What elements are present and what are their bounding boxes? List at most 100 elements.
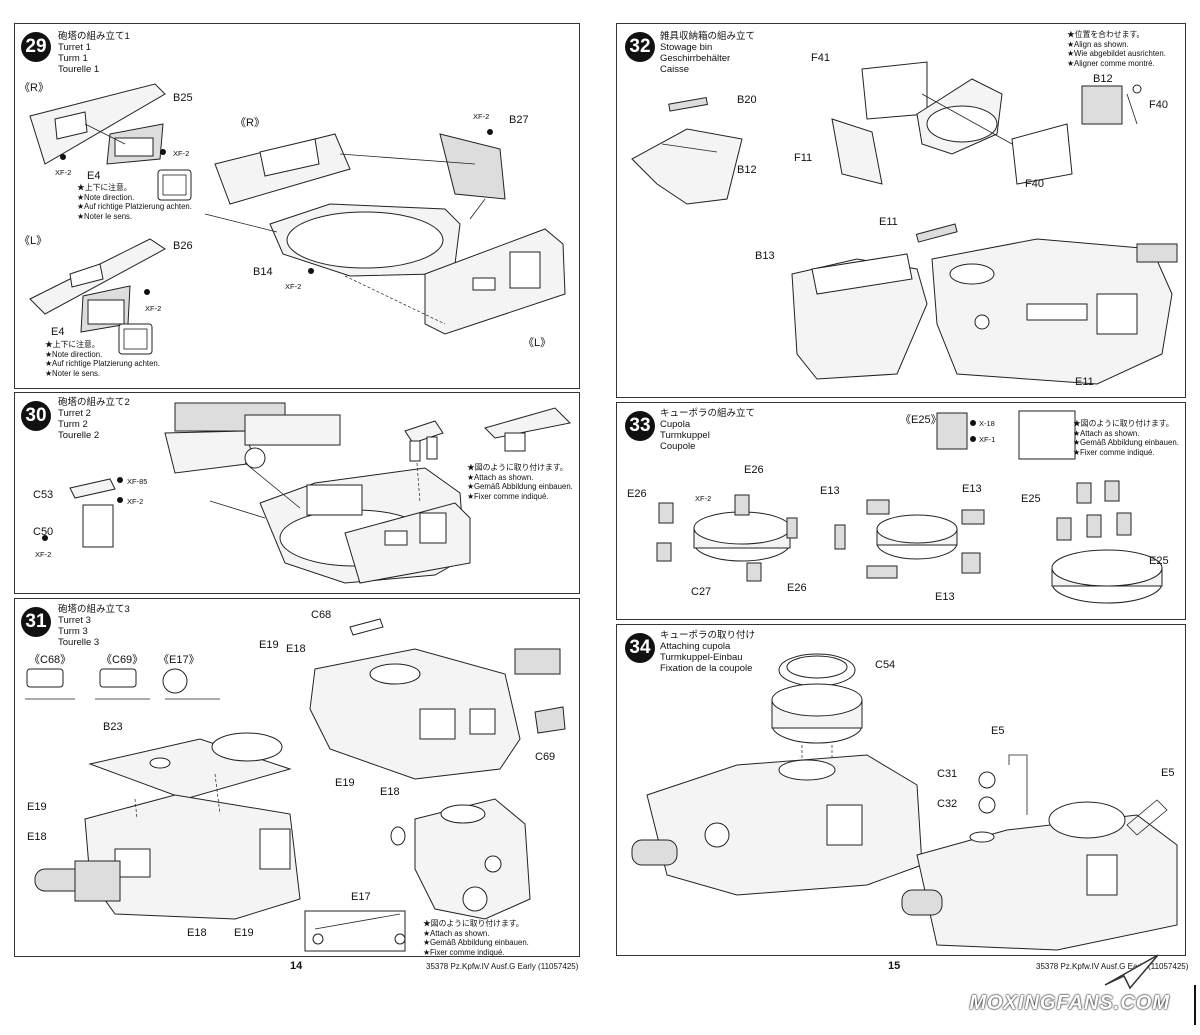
step-31-panel: 31 砲塔の組み立て3 Turret 3 Turm 3 Tourelle 3	[14, 598, 580, 957]
label-xf1: XF-1	[979, 435, 996, 444]
note-line: ★上下に注意。	[45, 340, 100, 349]
right-page: 32 雑具収納箱の組み立て Stowage bin Geschirrbehält…	[600, 0, 1200, 1035]
note-line: ★Noter le sens.	[77, 211, 133, 221]
label-b27: B27	[509, 114, 529, 126]
title-fr: Tourelle 1	[58, 64, 100, 75]
label-e18-c: E18	[27, 831, 47, 843]
title-jp: キューポラの取り付け	[660, 630, 756, 641]
step-32-drawing	[631, 61, 1178, 385]
title-fr: Caisse	[660, 64, 690, 75]
label-b14: B14	[253, 266, 273, 278]
label-c69: C69	[535, 751, 556, 763]
note-line: ★Gemäß Abbildung einbauen.	[423, 938, 529, 947]
label-c68: C68	[311, 609, 332, 621]
label-c54: C54	[875, 659, 896, 671]
step-32-panel: 32 雑具収納箱の組み立て Stowage bin Geschirrbehält…	[616, 23, 1186, 398]
note-line: ★Attach as shown.	[423, 928, 490, 938]
title-fr: Fixation de la coupole	[660, 663, 753, 674]
note-line: ★Attach as shown.	[467, 472, 534, 482]
title-de: Turm 1	[58, 53, 88, 64]
title-jp: 砲塔の組み立て3	[58, 604, 130, 615]
note-line: ★Note direction.	[77, 192, 135, 202]
step-title: キューポラの組み立て Cupola Turmkuppel Coupole	[660, 408, 755, 452]
label-c50: C50	[33, 526, 54, 538]
label-e18-a: E18	[286, 643, 306, 655]
label-e17: E17	[351, 891, 371, 903]
step-title: 砲塔の組み立て1 Turret 1 Turm 1 Tourelle 1	[58, 31, 130, 75]
note-line: ★Attach as shown.	[1073, 428, 1140, 438]
label-c32: C32	[937, 798, 958, 810]
label-xf2-c: XF-2	[145, 304, 162, 313]
page-number-left: 14	[290, 960, 303, 972]
label-e11-b: E11	[1075, 376, 1094, 388]
step-number: 34	[625, 633, 655, 663]
label-e26-c: E26	[787, 582, 807, 594]
label-b13: B13	[755, 250, 775, 262]
label-c31: C31	[937, 768, 958, 780]
note-line: ★Wie abgebildet ausrichten.	[1067, 49, 1166, 58]
label-b26: B26	[173, 240, 193, 252]
title-en: Turret 1	[58, 42, 91, 53]
label-e18-d: E18	[187, 927, 207, 939]
label-e13-a: E13	[820, 485, 840, 497]
title-en: Cupola	[660, 419, 691, 430]
note-attach: ★図のように取り付けます。 ★Attach as shown. ★Gemäß A…	[1073, 419, 1179, 457]
note-line: ★Auf richtige Platzierung achten.	[77, 202, 192, 211]
title-jp: 砲塔の組み立て1	[58, 31, 130, 42]
label-e13-c: E13	[935, 591, 955, 603]
label-e19-a: E19	[259, 639, 279, 651]
title-de: Turm 2	[58, 419, 88, 430]
note-direction-2: ★上下に注意。 ★Note direction. ★Auf richtige P…	[45, 340, 160, 378]
page-number-right: 15	[888, 960, 901, 972]
label-e19-d: E19	[234, 927, 254, 939]
label-xf2-a: XF-2	[55, 168, 72, 177]
title-de: Geschirrbehälter	[660, 53, 731, 64]
note-line: ★Note direction.	[45, 349, 103, 359]
step-title: キューポラの取り付け Attaching cupola Turmkuppel-E…	[660, 630, 755, 674]
label-f40-inset: F40	[1149, 99, 1168, 111]
step-29-panel: 29 砲塔の組み立て1 Turret 1 Turm 1 Tourelle 1	[14, 23, 580, 389]
label-xf2-a: XF-2	[127, 497, 144, 506]
note-line: ★図のように取り付けます。	[423, 919, 524, 928]
label-x18: X-18	[979, 419, 995, 428]
step-29-drawing	[29, 83, 566, 355]
label-xf2-b: XF-2	[35, 550, 52, 559]
label-e25-b: E25	[1149, 555, 1169, 567]
note-line: ★Gemäß Abbildung einbauen.	[467, 482, 573, 491]
note-line: ★Aligner comme montré.	[1067, 58, 1155, 68]
label-r-main: 《R》	[235, 117, 265, 129]
step-number: 32	[625, 32, 655, 62]
label-xf2-e: XF-2	[285, 282, 302, 291]
step-34-drawing	[631, 653, 1178, 951]
label-f40: F40	[1025, 178, 1044, 190]
note-align: ★位置を合わせます。 ★Align as shown. ★Wie abgebil…	[1067, 30, 1166, 68]
label-e19-b: E19	[335, 777, 355, 789]
note-line: ★Align as shown.	[1067, 39, 1129, 49]
label-e5-a: E5	[991, 725, 1005, 737]
label-b12-inset: B12	[1093, 73, 1113, 85]
title-jp: 雑具収納箱の組み立て	[660, 31, 756, 42]
label-c53: C53	[33, 489, 54, 501]
title-de: Turmkuppel-Einbau	[660, 652, 743, 663]
title-en: Stowage bin	[660, 42, 713, 53]
paper-plane-icon	[1104, 954, 1159, 990]
note-line: ★Noter le sens.	[45, 368, 101, 378]
step-33-drawing	[656, 410, 1163, 604]
step-34-panel: 34 キューポラの取り付け Attaching cupola Turmkuppe…	[616, 624, 1186, 956]
label-b20: B20	[737, 94, 757, 106]
label-b12: B12	[737, 164, 757, 176]
note-line: ★Fixer comme indiqué.	[423, 947, 505, 957]
step-title: 砲塔の組み立て2 Turret 2 Turm 2 Tourelle 2	[58, 397, 130, 441]
note-line: ★図のように取り付けます。	[467, 463, 568, 472]
step-title: 砲塔の組み立て3 Turret 3 Turm 3 Tourelle 3	[58, 604, 130, 648]
label-b25: B25	[173, 92, 193, 104]
title-fr: Tourelle 3	[58, 637, 100, 648]
label-c27: C27	[691, 586, 712, 598]
step-number: 30	[21, 401, 51, 431]
step-title: 雑具収納箱の組み立て Stowage bin Geschirrbehälter …	[660, 31, 755, 75]
label-l-main: 《L》	[523, 337, 552, 349]
title-de: Turm 3	[58, 626, 88, 637]
label-f11: F11	[794, 152, 813, 164]
step-30-panel: 30 砲塔の組み立て2 Turret 2 Turm 2 Tourelle 2	[14, 392, 580, 594]
note-line: ★上下に注意。	[77, 183, 132, 192]
